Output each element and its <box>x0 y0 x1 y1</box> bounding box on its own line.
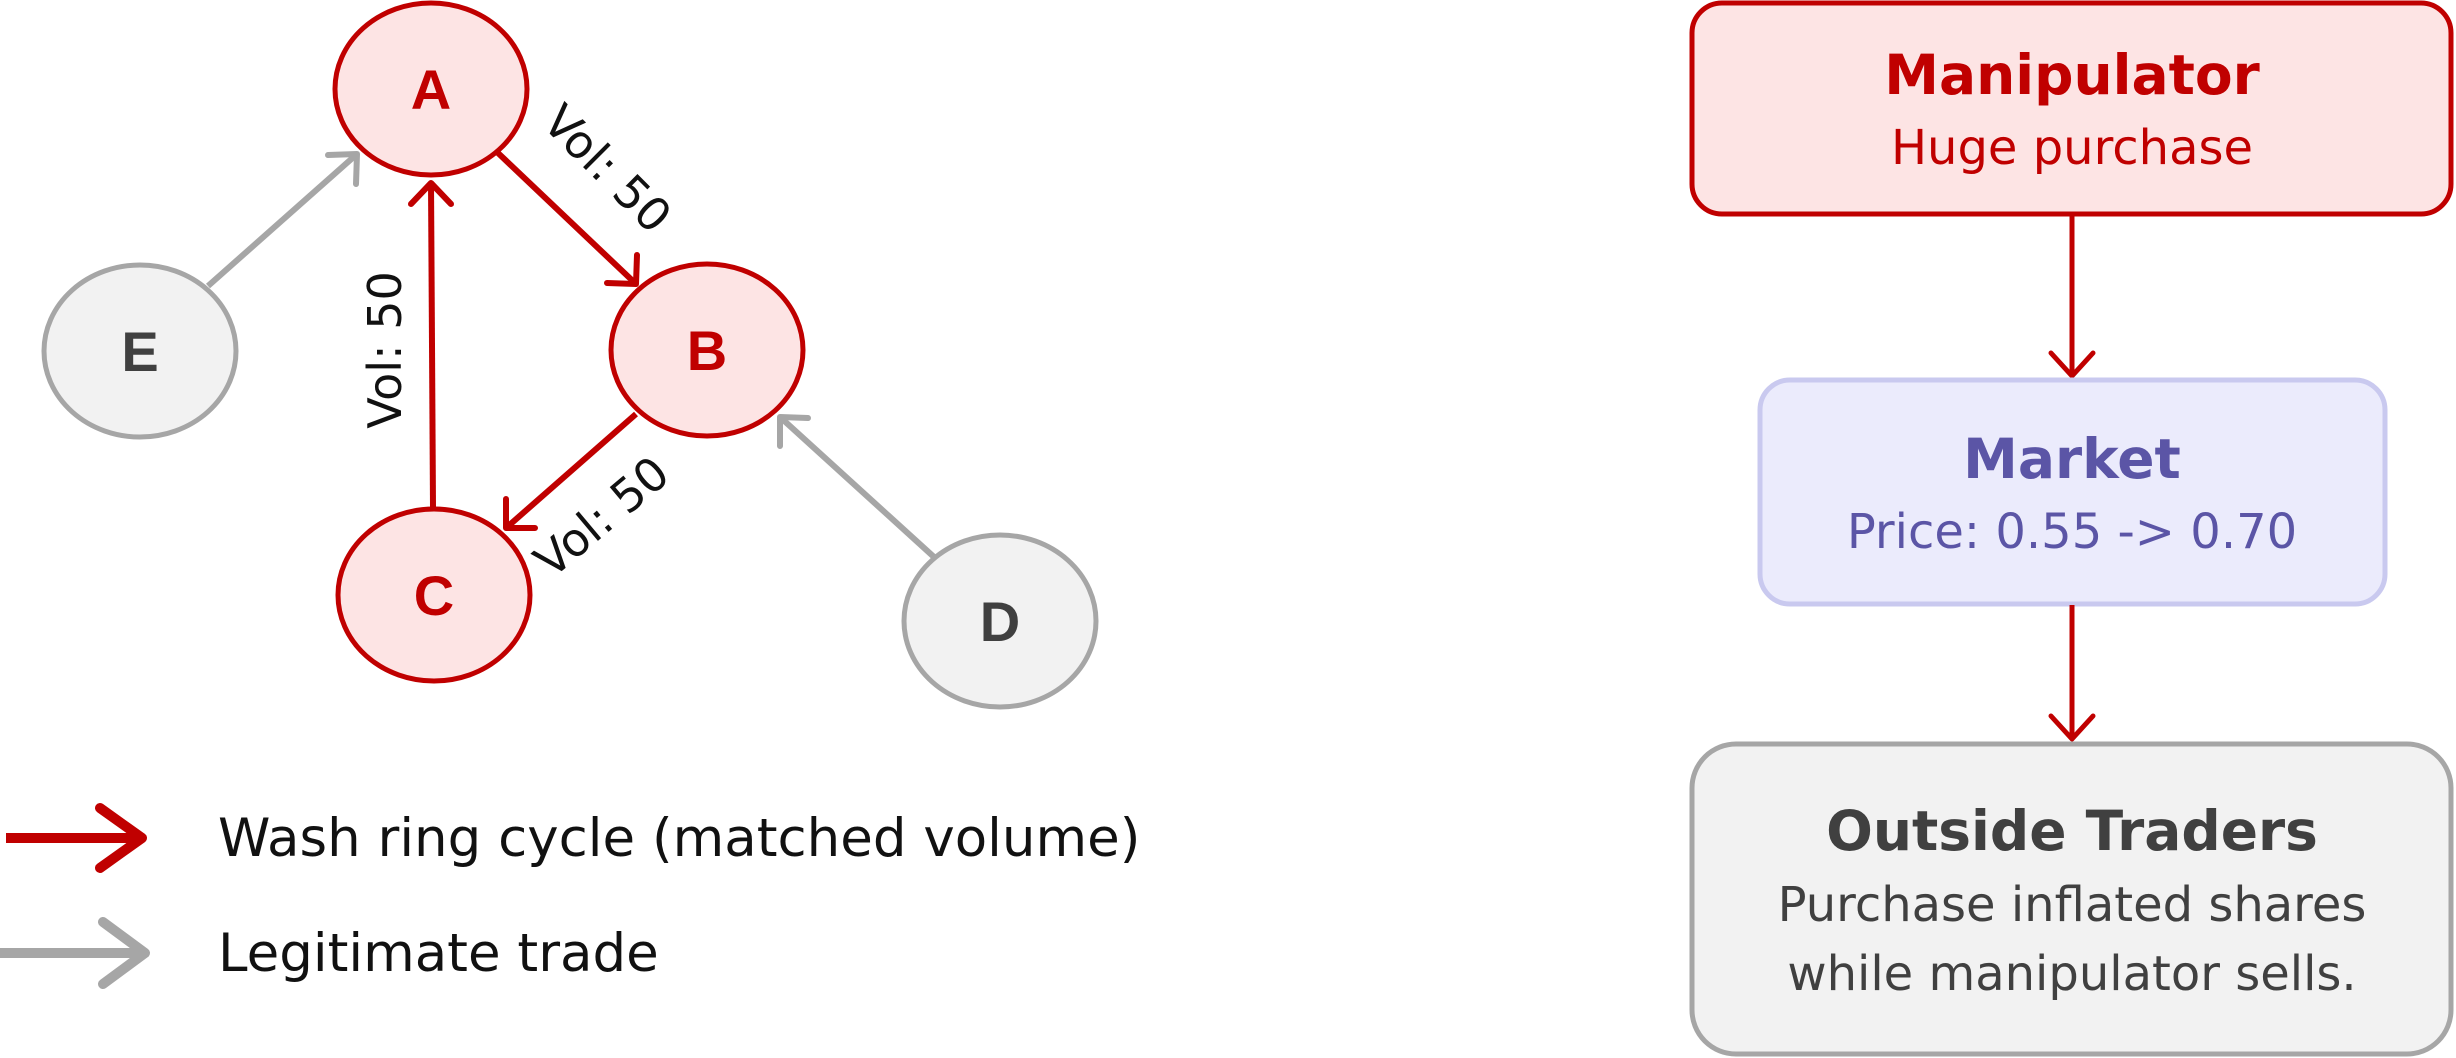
node-c: C <box>335 506 533 684</box>
node-c-label: C <box>414 564 454 627</box>
edge-label-c-to-a: Vol: 50 <box>358 271 412 428</box>
legend-wash-ring-label: Wash ring cycle (matched volume) <box>218 808 1140 869</box>
edge-label-a-to-b: Vol: 50 <box>533 94 683 244</box>
outside-traders-line1: Purchase inflated shares <box>1778 877 2367 933</box>
node-a: A <box>332 0 530 178</box>
legit-edge-e-to-a <box>206 151 360 289</box>
manipulator-title: Manipulator <box>1884 43 2260 107</box>
wash-edge-a-to-b <box>495 150 640 287</box>
node-e-label: E <box>121 320 158 383</box>
node-b: B <box>608 261 806 439</box>
flow-arrow-manipulator-to-market <box>2048 215 2096 379</box>
node-e: E <box>41 262 239 440</box>
legend-legitimate-arrow <box>0 917 150 989</box>
wash-edge-b-to-c <box>503 411 638 531</box>
node-a-label: A <box>411 58 451 121</box>
flow-box-manipulator: Manipulator Huge purchase <box>1689 0 2454 217</box>
flow-box-market: Market Price: 0.55 -> 0.70 <box>1757 377 2388 607</box>
outside-traders-title: Outside Traders <box>1826 799 2318 863</box>
node-b-label: B <box>687 319 727 382</box>
legend: Wash ring cycle (matched volume) Legitim… <box>0 803 1140 989</box>
edge-label-b-to-c: Vol: 50 <box>524 445 679 588</box>
legit-edge-d-to-b <box>777 414 937 560</box>
wash-edge-c-to-a <box>408 180 454 508</box>
market-title: Market <box>1963 427 2181 491</box>
outside-traders-line2: while manipulator sells. <box>1787 946 2356 1002</box>
flow-arrow-market-to-outside-traders <box>2048 605 2096 742</box>
legend-legitimate-label: Legitimate trade <box>218 923 659 984</box>
node-d: D <box>901 532 1099 710</box>
legend-wash-ring-arrow <box>6 803 147 873</box>
manipulator-subtitle: Huge purchase <box>1891 120 2253 176</box>
flow-box-outside-traders: Outside Traders Purchase inflated shares… <box>1689 741 2454 1057</box>
market-subtitle: Price: 0.55 -> 0.70 <box>1847 504 2297 560</box>
node-d-label: D <box>980 590 1020 653</box>
